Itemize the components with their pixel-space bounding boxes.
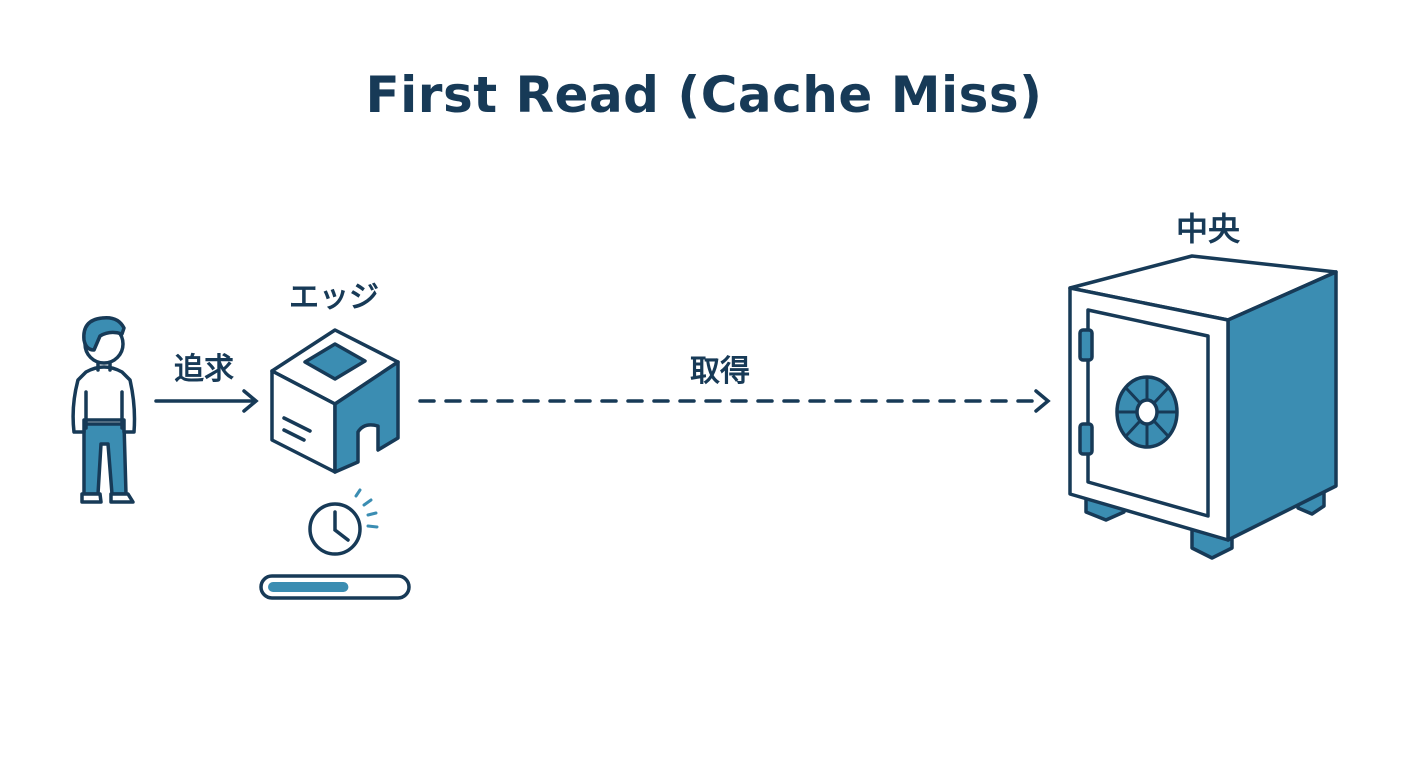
progress-bar-fill bbox=[268, 582, 349, 592]
clock-alert-ticks bbox=[354, 488, 379, 529]
progress-bar bbox=[259, 574, 411, 600]
vault-dial bbox=[1115, 375, 1179, 449]
fetch-label: 取得 bbox=[690, 354, 750, 389]
vault-safe-icon bbox=[1068, 254, 1338, 560]
clock-icon bbox=[308, 502, 362, 556]
request-label: 追求 bbox=[174, 352, 234, 387]
request-arrow bbox=[154, 389, 259, 413]
person-icon bbox=[71, 315, 137, 504]
edge-server-cube-icon bbox=[270, 328, 400, 474]
diagram-title: First Read (Cache Miss) bbox=[365, 66, 1043, 124]
central-label: 中央 bbox=[1175, 210, 1241, 248]
edge-label: エッジ bbox=[289, 280, 379, 315]
fetch-arrow bbox=[418, 389, 1051, 413]
